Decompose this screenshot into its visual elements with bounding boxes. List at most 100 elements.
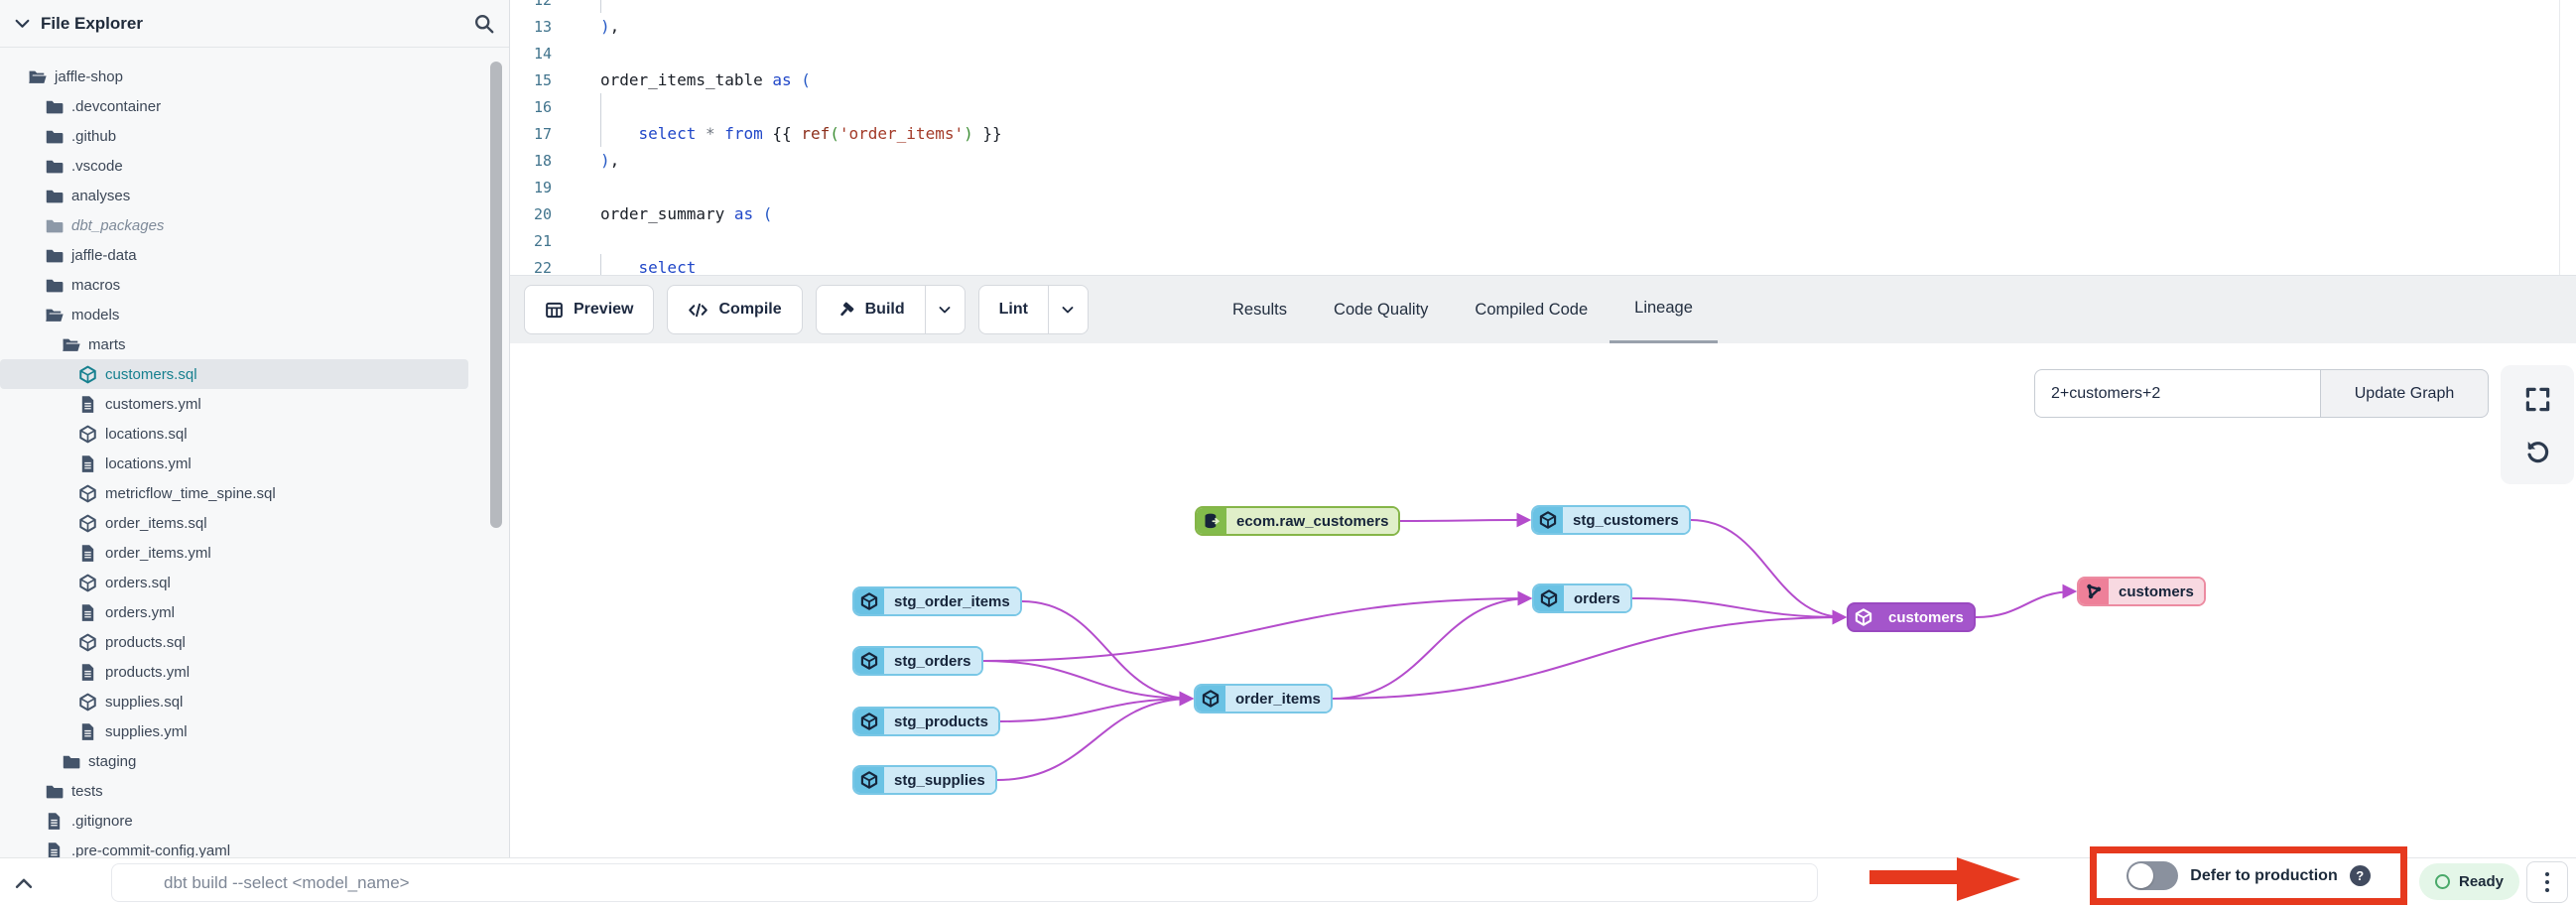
tree-item-tests[interactable]: tests bbox=[0, 776, 468, 806]
help-icon[interactable]: ? bbox=[2349, 865, 2371, 886]
folder-icon bbox=[45, 276, 64, 295]
tree-item--pre-commit-config-yaml[interactable]: .pre-commit-config.yaml bbox=[0, 836, 468, 857]
tree-item-locations-yml[interactable]: locations.yml bbox=[0, 449, 468, 478]
tab-lineage[interactable]: Lineage bbox=[1610, 276, 1718, 344]
code-line-17: 17 select * from {{ ref('order_items') }… bbox=[510, 120, 2576, 147]
code-text: select * from {{ ref('order_items') }} bbox=[638, 124, 1002, 143]
build-dropdown-caret[interactable] bbox=[924, 286, 965, 333]
cube-icon bbox=[854, 648, 884, 674]
tree-item-products-sql[interactable]: products.sql bbox=[0, 627, 468, 657]
fullscreen-icon[interactable] bbox=[2524, 386, 2551, 413]
lineage-node-customers-exposure[interactable]: customers bbox=[2077, 577, 2206, 606]
tree-item-marts[interactable]: marts bbox=[0, 329, 468, 359]
kebab-menu-button[interactable] bbox=[2526, 861, 2568, 903]
lineage-node-label: customers bbox=[2109, 579, 2204, 604]
tree-item-orders-yml[interactable]: orders.yml bbox=[0, 597, 468, 627]
chevron-down-icon[interactable] bbox=[14, 15, 31, 32]
hammer-icon bbox=[837, 301, 855, 320]
folder-icon bbox=[45, 127, 64, 146]
tab-compiled-code[interactable]: Compiled Code bbox=[1475, 301, 1589, 319]
folder-icon bbox=[45, 157, 64, 176]
lineage-node-label: stg_order_items bbox=[884, 588, 1020, 614]
lineage-node-stg-orders[interactable]: stg_orders bbox=[852, 646, 983, 676]
line-number: 18 bbox=[533, 151, 552, 170]
edge-order_items-to-customers_model bbox=[1332, 609, 1848, 700]
tree-item-staging[interactable]: staging bbox=[0, 746, 468, 776]
tab-results[interactable]: Results bbox=[1232, 301, 1288, 319]
tree-item-metricflow-time-spine-sql[interactable]: metricflow_time_spine.sql bbox=[0, 478, 468, 508]
chevron-down-sm-icon bbox=[1060, 302, 1076, 318]
preview-button-main[interactable]: Preview bbox=[525, 286, 653, 333]
editor-scrollbar[interactable] bbox=[2559, 0, 2560, 275]
tree-item-products-yml[interactable]: products.yml bbox=[0, 657, 468, 687]
cube-icon bbox=[1533, 507, 1563, 533]
folder-icon bbox=[62, 752, 80, 771]
tree-item-supplies-yml[interactable]: supplies.yml bbox=[0, 716, 468, 746]
tree-item-models[interactable]: models bbox=[0, 300, 468, 329]
tree-item--devcontainer[interactable]: .devcontainer bbox=[0, 91, 468, 121]
build-button-main[interactable]: Build bbox=[817, 286, 925, 333]
tree-item-label: orders.sql bbox=[105, 574, 171, 591]
button-label: Preview bbox=[574, 301, 634, 318]
lineage-node-order-items[interactable]: order_items bbox=[1194, 684, 1333, 713]
sidebar-scrollbar[interactable] bbox=[490, 62, 502, 528]
tree-item-dbt-packages[interactable]: dbt_packages bbox=[0, 210, 468, 240]
lineage-node-stg-supplies[interactable]: stg_supplies bbox=[852, 765, 997, 795]
tree-item-customers-yml[interactable]: customers.yml bbox=[0, 389, 468, 419]
lineage-node-orders[interactable]: orders bbox=[1532, 583, 1632, 613]
update-graph-button[interactable]: Update Graph bbox=[2320, 369, 2489, 418]
tree-item-supplies-sql[interactable]: supplies.sql bbox=[0, 687, 468, 716]
lineage-node-stg-products[interactable]: stg_products bbox=[852, 707, 1001, 736]
lineage-node-customers-model[interactable]: customers bbox=[1847, 602, 1976, 632]
file-icon bbox=[45, 842, 64, 857]
tree-item-order-items-yml[interactable]: order_items.yml bbox=[0, 538, 468, 568]
lineage-selector-input[interactable] bbox=[2034, 369, 2320, 418]
cube-icon bbox=[854, 709, 884, 734]
tab-code-quality[interactable]: Code Quality bbox=[1334, 301, 1429, 319]
lineage-node-ecom-raw-customers[interactable]: ecom.raw_customers bbox=[1195, 506, 1401, 536]
model-icon bbox=[78, 633, 97, 652]
file-icon bbox=[78, 454, 97, 473]
tree-item-label: supplies.sql bbox=[105, 693, 184, 711]
file-explorer-sidebar: File Explorer jaffle-shop.devcontainer.g… bbox=[0, 0, 510, 857]
model-icon bbox=[78, 693, 97, 712]
tree-item-customers-sql[interactable]: customers.sql bbox=[0, 359, 468, 389]
tree-item-label: supplies.yml bbox=[105, 722, 188, 740]
preview-button: Preview bbox=[524, 285, 655, 334]
tree-item-orders-sql[interactable]: orders.sql bbox=[0, 568, 468, 597]
tree-item-label: jaffle-data bbox=[71, 246, 137, 264]
line-number: 15 bbox=[533, 70, 552, 89]
lineage-node-stg-order-items[interactable]: stg_order_items bbox=[852, 586, 1022, 616]
tree-item-locations-sql[interactable]: locations.sql bbox=[0, 419, 468, 449]
file-icon bbox=[78, 395, 97, 414]
dbt-command-input[interactable] bbox=[111, 863, 1818, 902]
tree-item-analyses[interactable]: analyses bbox=[0, 181, 468, 210]
reset-view-icon[interactable] bbox=[2524, 438, 2551, 464]
compile-button-main[interactable]: Compile bbox=[668, 286, 801, 333]
code-text: order_summary as ( bbox=[600, 204, 773, 223]
lint-button-main[interactable]: Lint bbox=[979, 286, 1048, 333]
lineage-node-stg-customers[interactable]: stg_customers bbox=[1531, 505, 1691, 535]
defer-to-production-toggle[interactable] bbox=[2126, 861, 2179, 890]
tree-item--gitignore[interactable]: .gitignore bbox=[0, 806, 468, 836]
chevron-up-icon[interactable] bbox=[14, 873, 34, 893]
tree-item--vscode[interactable]: .vscode bbox=[0, 151, 468, 181]
tree-item-jaffle-data[interactable]: jaffle-data bbox=[0, 240, 468, 270]
lint-dropdown-caret[interactable] bbox=[1047, 286, 1088, 333]
cube-icon bbox=[854, 767, 884, 793]
tree-item-label: order_items.yml bbox=[105, 544, 211, 562]
search-icon[interactable] bbox=[473, 13, 495, 35]
editor-toolbar: Preview Compile Build Lint Results Code Qual… bbox=[510, 275, 2576, 344]
edge-stg_orders-to-orders bbox=[982, 590, 1533, 662]
tree-item-order-items-sql[interactable]: order_items.sql bbox=[0, 508, 468, 538]
status-badge-ready[interactable]: Ready bbox=[2419, 863, 2520, 900]
code-text: ), bbox=[600, 151, 620, 170]
button-label: Lint bbox=[998, 301, 1028, 318]
tree-item-jaffle-shop[interactable]: jaffle-shop bbox=[0, 62, 468, 91]
lint-button: Lint bbox=[977, 285, 1089, 334]
tree-item-macros[interactable]: macros bbox=[0, 270, 468, 300]
tree-item--github[interactable]: .github bbox=[0, 121, 468, 151]
